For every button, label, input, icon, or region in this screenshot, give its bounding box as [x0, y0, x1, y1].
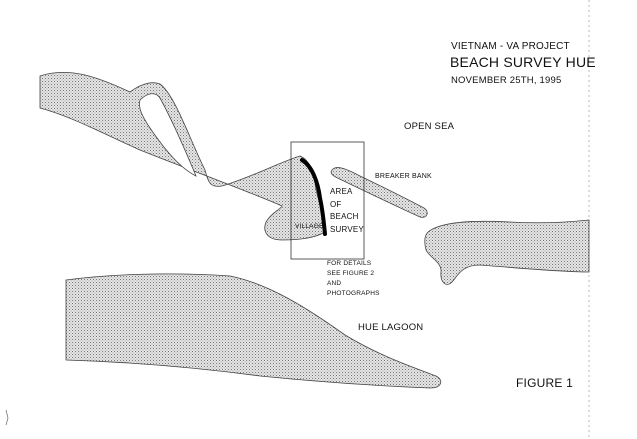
note-line: AND — [327, 280, 342, 287]
label-line: BEACH — [330, 212, 359, 221]
lagoon-shore — [65, 273, 442, 389]
map-date: NOVEMBER 25TH, 1995 — [451, 75, 562, 86]
beach-line — [300, 158, 327, 236]
hook-water — [139, 93, 197, 177]
note-line: SEE FIGURE 2 — [327, 270, 375, 277]
lagoon-label: HUE LAGOON — [358, 322, 424, 333]
breaker-bank — [330, 167, 428, 218]
south-island — [424, 219, 590, 285]
survey-area-box — [290, 141, 365, 260]
label-line: AREA — [330, 187, 353, 196]
scan-mark — [5, 409, 9, 426]
open-sea-label: OPEN SEA — [404, 121, 455, 132]
note-line: PHOTOGRAPHS — [327, 290, 380, 297]
note-line: FOR DETAILS — [327, 260, 372, 267]
label-line: SURVEY — [330, 224, 364, 234]
details-note: FOR DETAILS SEE FIGURE 2 AND PHOTOGRAPHS — [327, 259, 380, 299]
village-label: VILLAGE — [295, 223, 324, 230]
map-title: BEACH SURVEY HUE — [450, 54, 596, 70]
survey-area-label: AREA OF BEACH SURVEY — [330, 186, 364, 236]
label-line: OF — [330, 199, 342, 209]
breaker-bank-label: BREAKER BANK — [375, 173, 432, 180]
project-title: VIETNAM - VA PROJECT — [451, 41, 570, 52]
figure-label: FIGURE 1 — [516, 376, 573, 390]
